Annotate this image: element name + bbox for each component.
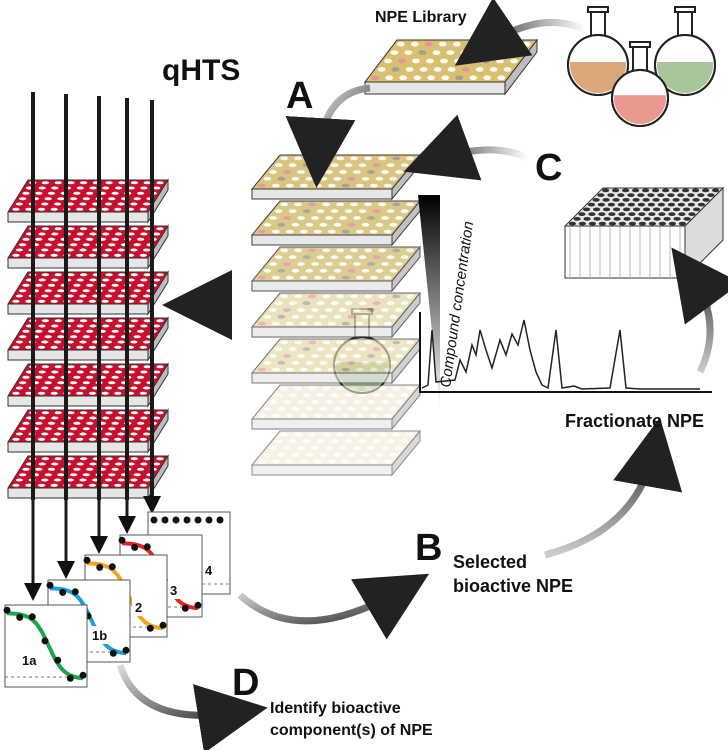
fraction-plate bbox=[563, 186, 725, 280]
concentration-label: Compound concentration bbox=[437, 220, 477, 388]
curve-label-1b: 1b bbox=[92, 628, 107, 643]
flask-orange bbox=[567, 6, 629, 96]
dilution-plate bbox=[250, 199, 422, 247]
dilution-plate-stack bbox=[250, 153, 422, 477]
dilution-plate bbox=[250, 429, 422, 477]
arrow-curves-to-selected bbox=[237, 573, 430, 640]
identify-label-line1: Identify bioactive bbox=[270, 700, 401, 717]
arrow-library-to-dilution bbox=[285, 84, 371, 188]
flask-pink bbox=[611, 41, 669, 127]
curve-label-4: 4 bbox=[205, 563, 213, 578]
chromatogram-trace bbox=[421, 319, 700, 390]
step-b-label: B bbox=[415, 527, 442, 569]
selected-label-line1: Selected bbox=[453, 552, 527, 572]
chromatogram bbox=[419, 312, 712, 393]
dilution-plate bbox=[250, 291, 422, 339]
arrow-chromatogram-to-plate bbox=[671, 247, 728, 374]
qhts-title: qHTS bbox=[162, 54, 240, 87]
arrow-flasks-to-library bbox=[454, 0, 587, 66]
transfer-arrows bbox=[24, 496, 161, 601]
flask-green bbox=[654, 6, 716, 96]
arrow-curves-to-identify bbox=[116, 663, 268, 750]
curve-label-3: 3 bbox=[170, 583, 177, 598]
dilution-plate bbox=[250, 383, 422, 431]
dilution-plate bbox=[250, 337, 422, 385]
fractionate-label: Fractionate NPE bbox=[565, 411, 704, 431]
npe-library-label: NPE Library bbox=[375, 9, 467, 26]
arrow-selected-to-fractionate bbox=[544, 417, 683, 559]
qhts-plate-stack bbox=[7, 92, 169, 500]
dilution-plate bbox=[250, 245, 422, 293]
curve-panel-1a: 1a bbox=[3, 604, 88, 688]
dilution-plate bbox=[250, 153, 422, 201]
dose-response-curves: 4 3 2 1b 1a bbox=[3, 511, 231, 688]
arrow-fraction-to-dilution bbox=[403, 114, 530, 181]
npe-library-plate bbox=[363, 38, 539, 96]
step-a-label: A bbox=[286, 75, 313, 117]
chromatogram-axes bbox=[419, 312, 712, 393]
curve-label-1a: 1a bbox=[22, 653, 37, 668]
step-d-label: D bbox=[232, 662, 259, 704]
curve-label-2: 2 bbox=[135, 600, 142, 615]
identify-label-line2: component(s) of NPE bbox=[270, 722, 433, 739]
selected-label-line2: bioactive NPE bbox=[453, 576, 573, 596]
step-c-label: C bbox=[535, 147, 562, 189]
